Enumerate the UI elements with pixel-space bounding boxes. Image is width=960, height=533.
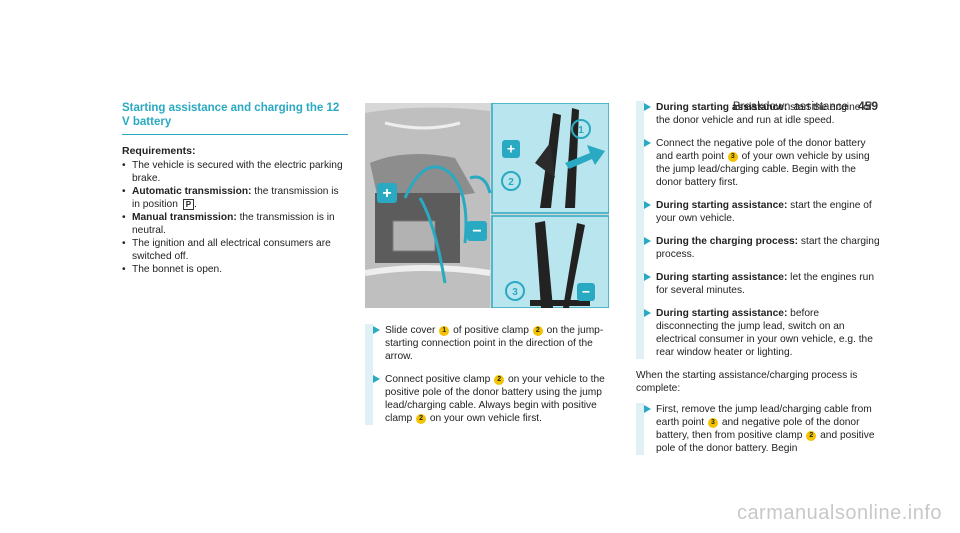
step-arrow-icon xyxy=(644,309,651,317)
step-item: During the charging process: start the c… xyxy=(636,235,880,271)
step-arrow-icon xyxy=(644,103,651,111)
page-header: Breakdown assistance 459 xyxy=(733,99,878,113)
callout-1: 1 xyxy=(578,125,584,136)
minus-badge-left: − xyxy=(472,223,481,240)
page-number: 459 xyxy=(857,99,878,113)
step-item: During starting assistance: let the engi… xyxy=(636,271,880,307)
step-arrow-icon xyxy=(644,405,651,413)
requirements-title: Requirements: xyxy=(122,145,196,157)
middle-steps: Slide cover 1 of positive clamp 2 on the… xyxy=(365,324,609,435)
step-item: During starting assistance: start the en… xyxy=(636,101,880,137)
section-name: Breakdown assistance xyxy=(732,101,848,113)
callout-badge: 2 xyxy=(532,325,543,336)
list-item: The vehicle is secured with the electric… xyxy=(122,159,348,185)
callout-badge: 3 xyxy=(707,417,718,428)
watermark: carmanualsonline.info xyxy=(736,502,942,524)
step-arrow-icon xyxy=(644,237,651,245)
list-item: The bonnet is open. xyxy=(122,263,348,276)
step-item: During starting assistance: before disco… xyxy=(636,307,880,359)
completion-paragraph: When the starting assistance/charging pr… xyxy=(636,370,858,394)
step-item: During starting assistance: start the en… xyxy=(636,199,880,235)
step-item: Connect the negative pole of the donor b… xyxy=(636,137,880,199)
list-item: The ignition and all electrical consumer… xyxy=(122,237,348,263)
callout-badge: 2 xyxy=(416,413,427,424)
right-steps: During starting assistance: start the en… xyxy=(636,101,880,465)
callout-badge: 2 xyxy=(494,374,505,385)
minus-badge-bottom: − xyxy=(582,284,590,300)
requirements-list: The vehicle is secured with the electric… xyxy=(122,159,348,276)
callout-badge: 2 xyxy=(806,430,817,441)
list-item: Manual transmission: the transmission is… xyxy=(122,211,348,237)
plus-badge-left: + xyxy=(382,185,391,202)
callout-badge: 3 xyxy=(727,151,738,162)
gear-p-icon: P xyxy=(182,199,195,210)
step-arrow-icon xyxy=(373,375,380,383)
section-title: Starting assistance and charging the 12 … xyxy=(122,101,348,135)
callout-badge: 1 xyxy=(439,325,450,336)
left-column: Starting assistance and charging the 12 … xyxy=(122,101,348,276)
step-arrow-icon xyxy=(644,273,651,281)
list-item: Automatic transmission: the transmission… xyxy=(122,185,348,211)
step-arrow-icon xyxy=(644,201,651,209)
step-arrow-icon xyxy=(644,139,651,147)
illustration-svg: + − + 1 2 3 − xyxy=(365,103,609,308)
callout-2: 2 xyxy=(508,177,514,188)
callout-3: 3 xyxy=(512,287,518,298)
jump-start-illustration: + − + 1 2 3 − xyxy=(365,103,609,308)
step-arrow-icon xyxy=(373,326,380,334)
step-item: Connect positive clamp 2 on your vehicle… xyxy=(365,373,609,425)
step-item: First, remove the jump lead/charging cab… xyxy=(636,403,880,455)
step-item: Slide cover 1 of positive clamp 2 on the… xyxy=(365,324,609,373)
plus-badge-top: + xyxy=(507,141,515,157)
